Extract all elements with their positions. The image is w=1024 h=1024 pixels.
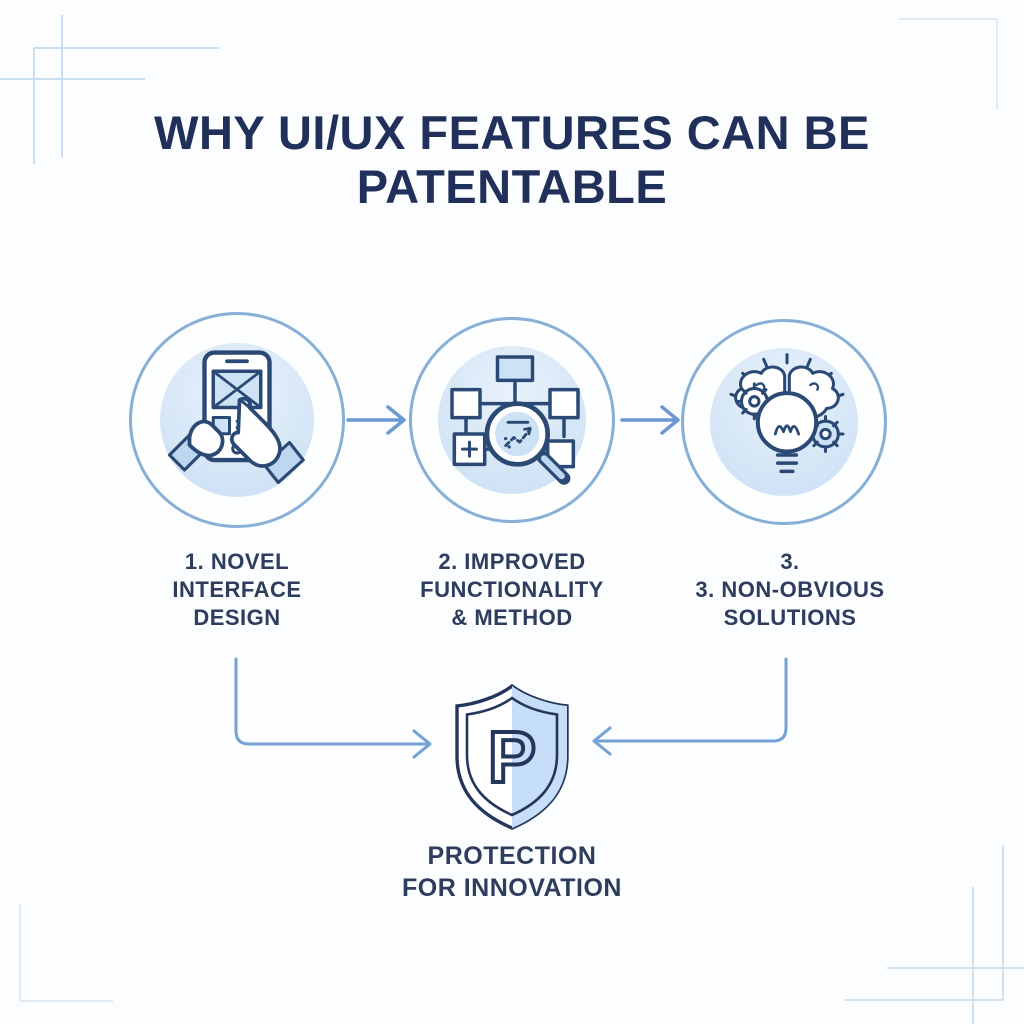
shield-letter: P [488, 718, 536, 798]
step3-label: 3. 3. NON-OBVIOUS SOLUTIONS [640, 548, 940, 632]
caption-line1: PROTECTION [427, 842, 597, 870]
step1-label-line2: INTERFACE [172, 577, 302, 602]
tablet-wireframe-hands-icon [167, 350, 305, 485]
page-title: WHY UI/UX FEATURES CAN BE PATENTABLE [0, 106, 1024, 214]
step3-label-line3: SOLUTIONS [723, 605, 857, 630]
step3-label-line1: 3. [780, 549, 800, 574]
caption-line2: FOR INNOVATION [402, 874, 622, 902]
result-caption: PROTECTION FOR INNOVATION [312, 840, 712, 904]
corner-decoration-bottom-left [19, 904, 113, 1002]
step3-label-line2: 3. NON-OBVIOUS [695, 577, 885, 602]
step1-circle [129, 312, 345, 528]
step1-label-line1: 1. NOVEL [184, 549, 290, 574]
step1-label: 1. NOVEL INTERFACE DESIGN [87, 548, 387, 632]
patent-shield-icon: P [455, 683, 569, 830]
title-line-2: BE PATENTABLE [356, 106, 870, 213]
step2-label-line2: FUNCTIONALITY [420, 577, 604, 602]
step2-label-line3: & METHOD [451, 605, 573, 630]
step3-circle [681, 319, 887, 525]
shield-right-half-fill [512, 686, 567, 828]
step2-circle [409, 317, 615, 523]
shield-inner-outline [465, 696, 559, 817]
step2-label-line1: 2. IMPROVED [438, 549, 586, 574]
corner-decoration-top-left [0, 15, 219, 164]
connector-step1-to-shield [234, 657, 432, 759]
connector-step3-to-shield [592, 657, 788, 756]
brain-gears-lightbulb-icon [729, 353, 845, 474]
arrow-step1-to-step2 [346, 405, 406, 435]
title-line-1: WHY UI/UX FEATURES CAN [154, 106, 791, 159]
flowchart-magnifier-icon [450, 355, 580, 485]
corner-decoration-top-right [899, 18, 998, 110]
step1-label-line3: DESIGN [193, 605, 281, 630]
corner-decoration-bottom-right [845, 845, 1024, 1024]
step2-label: 2. IMPROVED FUNCTIONALITY & METHOD [362, 548, 662, 632]
arrow-step2-to-step3 [620, 405, 680, 435]
